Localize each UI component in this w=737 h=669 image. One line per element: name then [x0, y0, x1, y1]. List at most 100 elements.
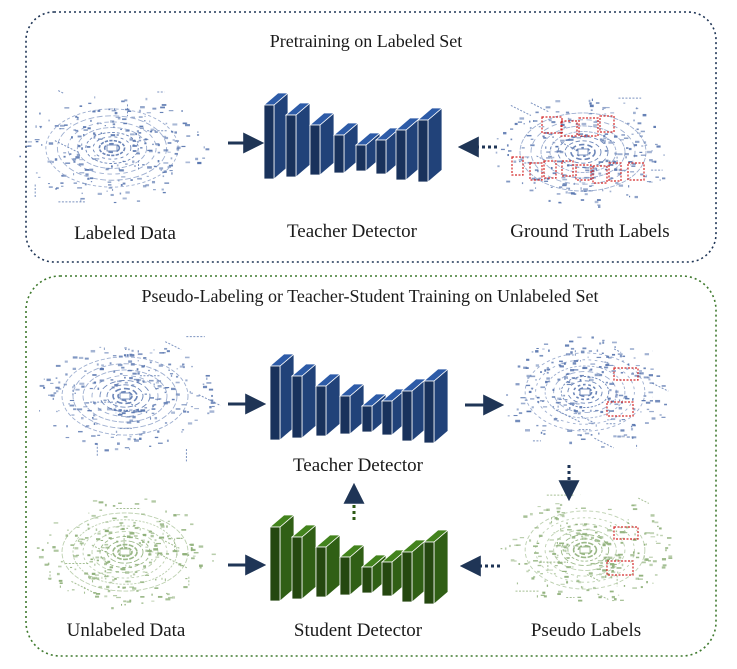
point — [607, 542, 612, 545]
point — [133, 535, 138, 537]
point — [539, 512, 544, 514]
point — [663, 154, 665, 156]
pseudo-boxes-bottom — [606, 526, 639, 576]
point — [105, 530, 108, 532]
point — [81, 147, 84, 150]
point — [605, 106, 610, 109]
point — [174, 140, 180, 142]
point — [137, 360, 139, 362]
point — [64, 124, 68, 127]
point — [526, 374, 532, 378]
point — [197, 161, 202, 165]
pseudo-boxes-top — [606, 367, 639, 417]
point — [602, 339, 605, 342]
point — [129, 532, 135, 535]
point — [624, 395, 628, 398]
point — [633, 424, 636, 427]
point — [160, 169, 162, 171]
point — [148, 531, 152, 533]
point — [646, 558, 649, 561]
point — [582, 532, 588, 535]
point — [546, 157, 551, 159]
point — [588, 190, 593, 192]
point — [618, 153, 623, 156]
point — [544, 580, 547, 582]
point — [564, 362, 566, 365]
point — [605, 556, 608, 559]
point — [181, 404, 187, 406]
point — [660, 534, 663, 537]
point — [579, 360, 581, 362]
point — [136, 200, 141, 202]
point — [91, 514, 96, 517]
point — [561, 176, 566, 179]
point — [85, 401, 90, 404]
point — [85, 426, 88, 428]
point — [161, 188, 164, 191]
point — [519, 117, 525, 120]
point — [599, 565, 603, 567]
pseudo-box — [613, 526, 639, 540]
point — [520, 402, 526, 405]
point — [61, 185, 64, 187]
structure-points — [586, 574, 601, 582]
point — [47, 562, 50, 566]
point — [140, 581, 145, 584]
point — [60, 560, 63, 563]
point — [90, 119, 92, 122]
point — [661, 558, 667, 561]
point — [575, 532, 581, 534]
point — [93, 136, 96, 139]
network-layer — [375, 139, 387, 175]
point — [611, 563, 617, 566]
point — [545, 146, 547, 149]
point — [112, 161, 115, 163]
point — [72, 356, 78, 359]
point — [621, 418, 626, 421]
point — [653, 125, 656, 129]
point — [94, 574, 99, 576]
point — [520, 397, 526, 399]
point — [590, 109, 593, 111]
point — [606, 355, 610, 358]
point — [117, 586, 120, 588]
point — [555, 545, 558, 547]
point — [588, 113, 593, 115]
point — [590, 172, 595, 176]
point — [539, 400, 545, 402]
point — [654, 574, 658, 576]
point — [120, 128, 122, 131]
point — [645, 401, 651, 404]
point — [542, 406, 548, 408]
point — [635, 364, 640, 367]
point — [561, 362, 567, 365]
point — [194, 419, 198, 422]
point — [578, 599, 583, 602]
point — [137, 353, 143, 356]
point — [546, 371, 549, 374]
point — [559, 365, 564, 368]
point — [170, 157, 173, 160]
point — [81, 538, 86, 541]
point — [646, 581, 648, 584]
structure-points — [54, 140, 81, 154]
point — [126, 527, 129, 529]
point — [598, 432, 600, 435]
point — [589, 104, 594, 108]
point — [48, 394, 53, 396]
point — [624, 152, 629, 156]
point — [96, 363, 99, 366]
point — [163, 170, 167, 173]
point — [562, 184, 567, 187]
point — [145, 184, 150, 187]
point — [160, 525, 165, 528]
point — [83, 129, 88, 131]
point — [104, 125, 106, 127]
unlabeled-data-pointcloud-teacher — [39, 336, 221, 462]
point — [640, 154, 646, 156]
point — [108, 108, 111, 111]
point — [603, 137, 607, 140]
point — [630, 425, 633, 428]
point — [659, 527, 662, 530]
point — [561, 515, 565, 518]
